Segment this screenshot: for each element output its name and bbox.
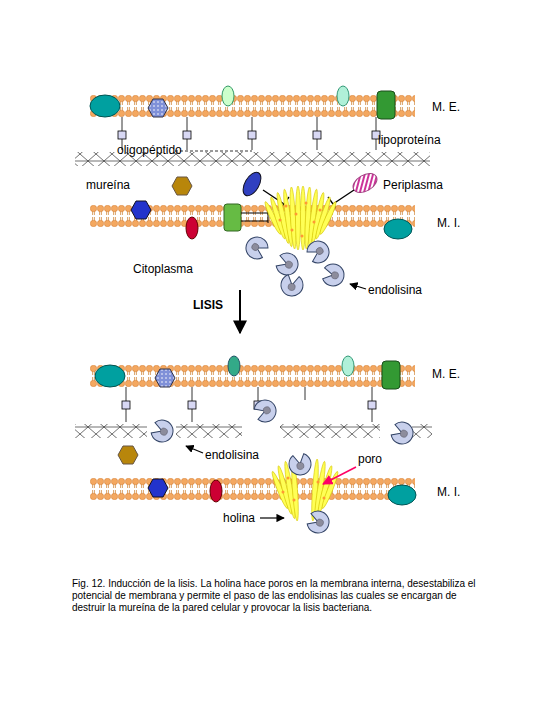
membrane-protein: [148, 99, 168, 117]
membrane-protein: [90, 95, 120, 117]
inhibitor-protein: [350, 170, 381, 197]
endolysin: [149, 417, 176, 445]
part-label: lipoproteína: [378, 133, 441, 147]
holin-dot: [305, 202, 308, 205]
membrane-protein: [95, 365, 125, 387]
murein-fragment: [280, 424, 380, 438]
part-label: oligopéptido: [117, 143, 182, 157]
lipoprotein: [248, 131, 256, 139]
part-label: endolisina: [205, 448, 259, 462]
holin-dot: [291, 229, 294, 232]
part-label: mureína: [86, 178, 130, 192]
endolysin: [242, 233, 271, 262]
periplasm-protein: [118, 446, 138, 464]
holin-cluster: [263, 186, 338, 250]
binding-symbol: [241, 211, 268, 223]
endolysin: [252, 397, 279, 425]
pore-arrow: [323, 467, 356, 484]
lipoprotein: [118, 131, 126, 139]
part-label: poro: [358, 452, 382, 466]
holin: [318, 201, 338, 236]
lipoprotein: [188, 401, 196, 409]
inner-membrane: [90, 478, 415, 500]
membrane-protein: [155, 369, 175, 387]
outer-membrane: [90, 95, 415, 117]
outer-membrane: [90, 365, 415, 387]
holin-dot: [313, 221, 316, 224]
endolysin: [305, 508, 332, 536]
endolysin: [304, 237, 333, 266]
inhibitor-protein: [239, 169, 264, 199]
lipid-bilayer: [90, 478, 415, 500]
holin-dot: [285, 205, 288, 208]
membrane-protein: [337, 86, 349, 106]
holin-dot: [317, 481, 320, 484]
membrane-label: M. E.: [432, 100, 460, 114]
anchor-line: [305, 387, 306, 400]
holin-dot: [323, 497, 326, 500]
membrane-protein: [224, 204, 241, 231]
holin-dot: [293, 499, 296, 502]
murein-fragment: [176, 424, 242, 438]
membrane-protein: [186, 217, 198, 239]
membrane-protein: [388, 485, 416, 505]
membrane-protein: [228, 356, 240, 376]
region-label: Periplasma: [383, 178, 443, 192]
membrane-protein: [377, 91, 395, 119]
membrane-protein: [148, 479, 168, 497]
oligopeptide-line: [175, 151, 252, 152]
membrane-label: M. I.: [437, 216, 460, 230]
membrane-label: M. E.: [432, 367, 460, 381]
murein-fragment: [75, 424, 147, 438]
broken-murein: [75, 424, 432, 438]
holin-dot: [282, 491, 285, 494]
process-label: LISIS: [193, 298, 223, 312]
holin-dot: [295, 213, 298, 216]
leader-arrow: [350, 284, 366, 289]
holin-dot: [301, 235, 304, 238]
membrane-label: M. I.: [437, 485, 460, 499]
endolysin: [279, 274, 304, 298]
lipid-bilayer: [90, 95, 415, 117]
endolysin: [389, 419, 416, 447]
part-label: holina: [223, 511, 255, 525]
membrane-protein: [210, 480, 222, 502]
lipid-bilayer: [90, 365, 415, 387]
holin: [296, 186, 301, 250]
endolysin: [274, 250, 301, 278]
membrane-protein: [222, 86, 234, 106]
leader-arrow: [186, 446, 203, 453]
endolysin: [322, 263, 346, 288]
murein-fragment: [412, 424, 432, 438]
holin-dot: [287, 477, 290, 480]
membrane-protein: [131, 201, 151, 219]
lipoprotein: [368, 401, 376, 409]
lipoprotein: [122, 401, 130, 409]
lipoprotein-anchors: [122, 387, 376, 422]
part-label: endolisina: [368, 283, 422, 297]
periplasm-protein: [172, 177, 192, 195]
figure-caption: Fig. 12. Inducción de la lisis. La holin…: [72, 578, 490, 614]
holin-dot: [279, 219, 282, 222]
lysis-arrow: [239, 290, 241, 333]
membrane-protein: [384, 219, 412, 239]
membrane-protein: [382, 361, 400, 389]
endolysin: [288, 453, 313, 477]
membrane-protein: [342, 356, 354, 376]
region-label: Citoplasma: [133, 262, 193, 276]
holin-dot: [319, 209, 322, 212]
leader-arrow: [260, 517, 284, 518]
lipoprotein: [183, 131, 191, 139]
lipoprotein: [313, 131, 321, 139]
